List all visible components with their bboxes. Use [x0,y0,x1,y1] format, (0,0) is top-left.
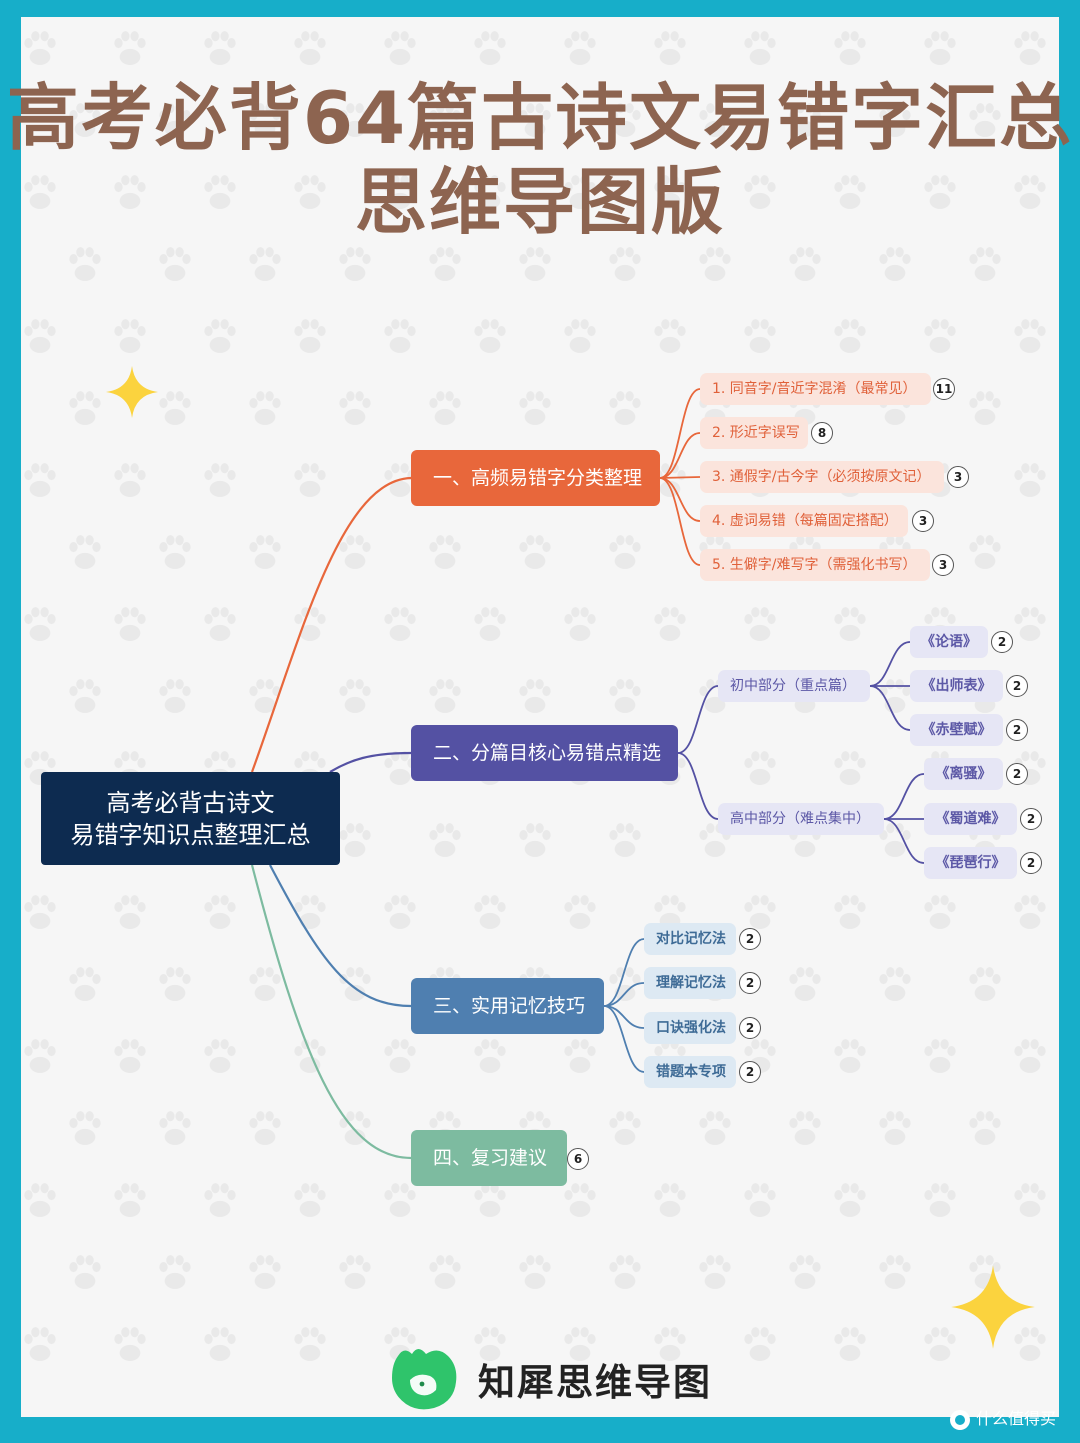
branch-node-review-advice[interactable]: 四、复习建议 [411,1130,567,1186]
poem-shudaonan[interactable]: 《蜀道难》 [924,803,1017,835]
topic-function-words[interactable]: 4. 虚词易错（每篇固定搭配） [700,505,908,537]
branch-node-memory-tips[interactable]: 三、实用记忆技巧 [411,978,604,1034]
poem-lisao[interactable]: 《离骚》 [924,758,1003,790]
group-senior-high[interactable]: 高中部分（难点集中） [718,803,884,835]
topic-homophones[interactable]: 1. 同音字/音近字混淆（最常见） [700,373,931,405]
root-node[interactable]: 高考必背古诗文 易错字知识点整理汇总 [41,772,340,865]
connector-g2-item1 [883,773,925,820]
poster-title-line1: 高考必背64篇古诗文易错字汇总 [6,76,1074,160]
connector-b3-item2 [603,982,645,1007]
connector-root-b1 [250,476,412,773]
branch-node-key-points[interactable]: 二、分篇目核心易错点精选 [411,725,678,781]
count-badge[interactable]: 2 [1006,763,1028,785]
poem-chushibiao[interactable]: 《出师表》 [910,670,1003,702]
count-badge[interactable]: 8 [811,422,833,444]
connector-b2-group1 [677,685,719,754]
group-junior-high[interactable]: 初中部分（重点篇） [718,670,870,702]
poem-lunyu[interactable]: 《论语》 [910,626,988,658]
count-badge[interactable]: 2 [991,631,1013,653]
sparkle-star-icon [106,366,158,418]
connector-b1-item3 [659,476,701,479]
root-label-line1: 高考必背古诗文 [106,788,275,817]
connector-b2-group2 [677,752,719,820]
watermark-logo-icon [950,1409,970,1430]
connector-b1-item5 [659,477,701,566]
count-badge[interactable]: 3 [912,510,934,532]
branch-node-categories[interactable]: 一、高频易错字分类整理 [411,450,660,506]
count-badge[interactable]: 2 [739,1061,761,1083]
sparkle-star-icon [951,1265,1035,1349]
connector-b1-item1 [659,388,701,479]
rhino-logo-icon [392,1349,457,1410]
connector-g1-item3 [869,685,911,731]
connector-b3-item1 [603,938,645,1007]
count-badge[interactable]: 2 [739,1017,761,1039]
connector-root-b4 [250,864,412,1160]
count-badge[interactable]: 3 [947,466,969,488]
poster-title-line2: 思维导图版 [354,160,725,244]
count-badge[interactable]: 2 [1020,852,1042,874]
topic-similar-shapes[interactable]: 2. 形近字误写 [700,417,808,449]
connector-g1-item1 [869,641,911,687]
connector-root-b2 [329,751,412,773]
connector-root-b3 [269,864,412,1008]
topic-rare-chars[interactable]: 5. 生僻字/难写字（需强化书写） [700,549,930,581]
count-badge[interactable]: 2 [1006,719,1028,741]
watermark: 什么值得买 [950,1406,1056,1432]
count-badge[interactable]: 11 [933,378,955,400]
connector-b1-item2 [659,432,701,479]
watermark-text: 什么值得买 [976,1409,1057,1428]
tip-contrast-memory[interactable]: 对比记忆法 [644,923,736,955]
tip-mnemonic-rhymes[interactable]: 口诀强化法 [644,1012,736,1044]
count-badge[interactable]: 2 [1020,808,1042,830]
count-badge[interactable]: 2 [739,972,761,994]
count-badge[interactable]: 6 [567,1148,589,1170]
count-badge[interactable]: 3 [932,554,954,576]
connector-g2-item3 [883,818,925,864]
root-label-line2: 易错字知识点整理汇总 [70,820,311,849]
tip-mistake-notebook[interactable]: 错题本专项 [644,1056,736,1088]
connector-b3-item4 [603,1005,645,1073]
poem-pipaxing[interactable]: 《琵琶行》 [924,847,1017,879]
count-badge[interactable]: 2 [739,928,761,950]
connector-b1-item4 [659,477,701,522]
brand-name: 知犀思维导图 [478,1361,712,1404]
tip-understanding-memory[interactable]: 理解记忆法 [644,967,736,999]
topic-interchangeable-chars[interactable]: 3. 通假字/古今字（必须按原文记） [700,461,944,493]
poem-chibifu[interactable]: 《赤壁赋》 [910,714,1003,746]
count-badge[interactable]: 2 [1006,675,1028,697]
